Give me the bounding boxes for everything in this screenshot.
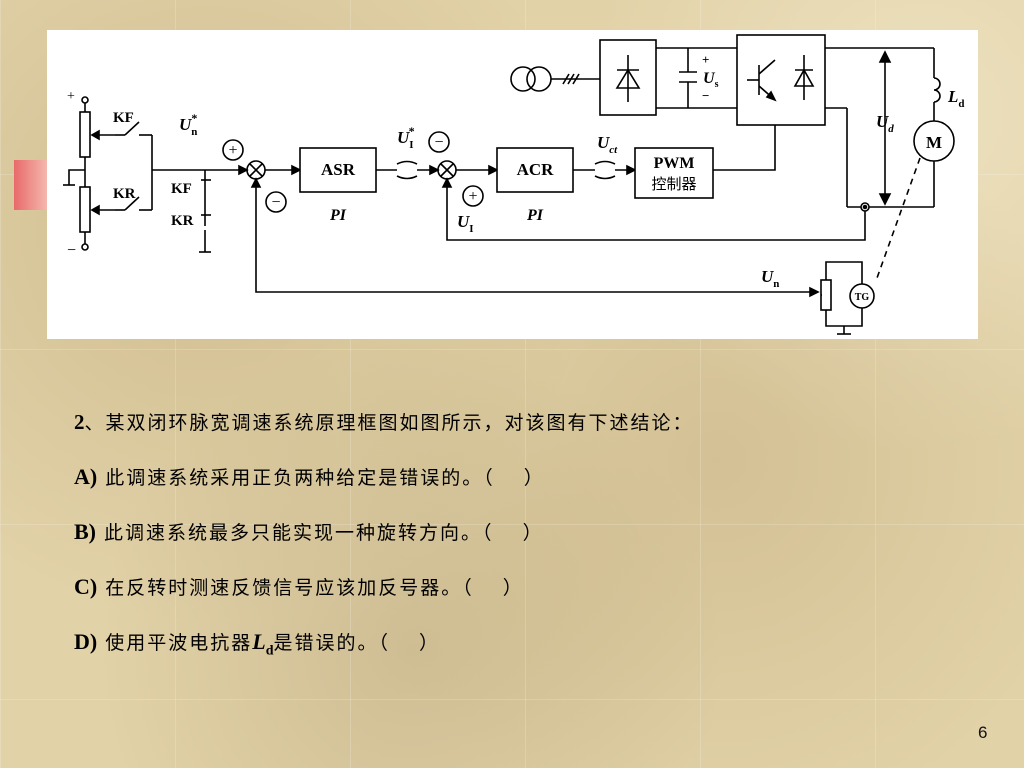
page-number: 6 — [978, 723, 988, 742]
slide-accent-bar — [14, 160, 48, 210]
option-c-letter: C) — [74, 574, 98, 599]
acr-label: ACR — [517, 160, 555, 179]
option-d-text-before: 使用平波电抗器 — [97, 632, 253, 654]
option-d-letter: D) — [74, 629, 98, 654]
tach-label: TG — [855, 292, 870, 303]
option-b: B) 此调速系统最多只能实现一种旋转方向。（ ） — [74, 505, 954, 560]
option-b-letter: B) — [74, 519, 96, 544]
us-plus-sign: + — [702, 52, 709, 67]
motor-label: M — [926, 133, 942, 152]
question-stem-text: 、某双闭环脉宽调速系统原理框图如图所示，对该图有下述结论： — [84, 412, 694, 434]
option-d-symbol: Ld — [252, 629, 274, 659]
speed-fb-label: Un — [761, 267, 779, 290]
control-voltage-label: Uct — [597, 133, 618, 156]
supply-voltage-label: Us — [703, 70, 719, 90]
option-d: D) 使用平波电抗器Ld是错误的。（ ） — [74, 615, 954, 677]
armature-voltage-label: Ud — [876, 112, 894, 135]
option-a: A) 此调速系统采用正负两种给定是错误的。（ ） — [74, 450, 954, 505]
pwm-controller-label: 控制器 — [651, 175, 696, 193]
kf-potentiometer — [79, 111, 91, 158]
acr-type-label: PI — [526, 207, 544, 224]
control-system-diagram: ASR PI ACR PI PWM 控制器 M TG KF KR KF KR +… — [47, 30, 978, 339]
plus-terminal-label: + — [67, 89, 75, 104]
speed-fb-minus-sign: − — [271, 194, 280, 211]
option-b-text: 此调速系统最多只能实现一种旋转方向。（ ） — [96, 522, 544, 544]
rectifier-block — [599, 39, 657, 116]
current-fb-label: UI — [457, 212, 474, 235]
question-block: 2、某双闭环脉宽调速系统原理框图如图所示，对该图有下述结论： A) 此调速系统采… — [74, 395, 954, 677]
option-c-text: 在反转时测速反馈信号应该加反号器。（ ） — [97, 577, 524, 599]
current-fb-plus-sign: + — [468, 188, 477, 205]
question-number: 2 — [74, 410, 85, 434]
asr-label: ASR — [321, 160, 356, 179]
us-minus-sign: − — [702, 88, 709, 103]
current-ref-minus-sign: − — [434, 134, 443, 151]
kr-potentiometer — [79, 186, 91, 233]
pwm-controller-block — [634, 147, 714, 199]
kf-switch-label: KF — [113, 110, 134, 126]
speed-ref-plus-sign: + — [228, 142, 237, 159]
option-a-letter: A) — [74, 464, 98, 489]
speed-ref-label: Un* — [179, 111, 197, 138]
pwm-label: PWM — [654, 155, 695, 172]
option-a-text: 此调速系统采用正负两种给定是错误的。（ ） — [97, 467, 545, 489]
minus-terminal-label: − — [67, 242, 76, 259]
kf-contact-label: KF — [171, 181, 192, 197]
question-stem: 2、某双闭环脉宽调速系统原理框图如图所示，对该图有下述结论： — [74, 395, 954, 450]
current-ref-label: UI* — [397, 124, 415, 151]
inductor-label: Ld — [947, 87, 965, 110]
asr-block — [299, 147, 377, 193]
kr-switch-label: KR — [113, 186, 136, 202]
smoothing-inductor — [933, 77, 941, 103]
kr-contact-label: KR — [171, 213, 194, 229]
option-c: C) 在反转时测速反馈信号应该加反号器。（ ） — [74, 560, 954, 615]
option-d-text-after: 是错误的。（ ） — [273, 632, 441, 654]
asr-type-label: PI — [329, 207, 347, 224]
